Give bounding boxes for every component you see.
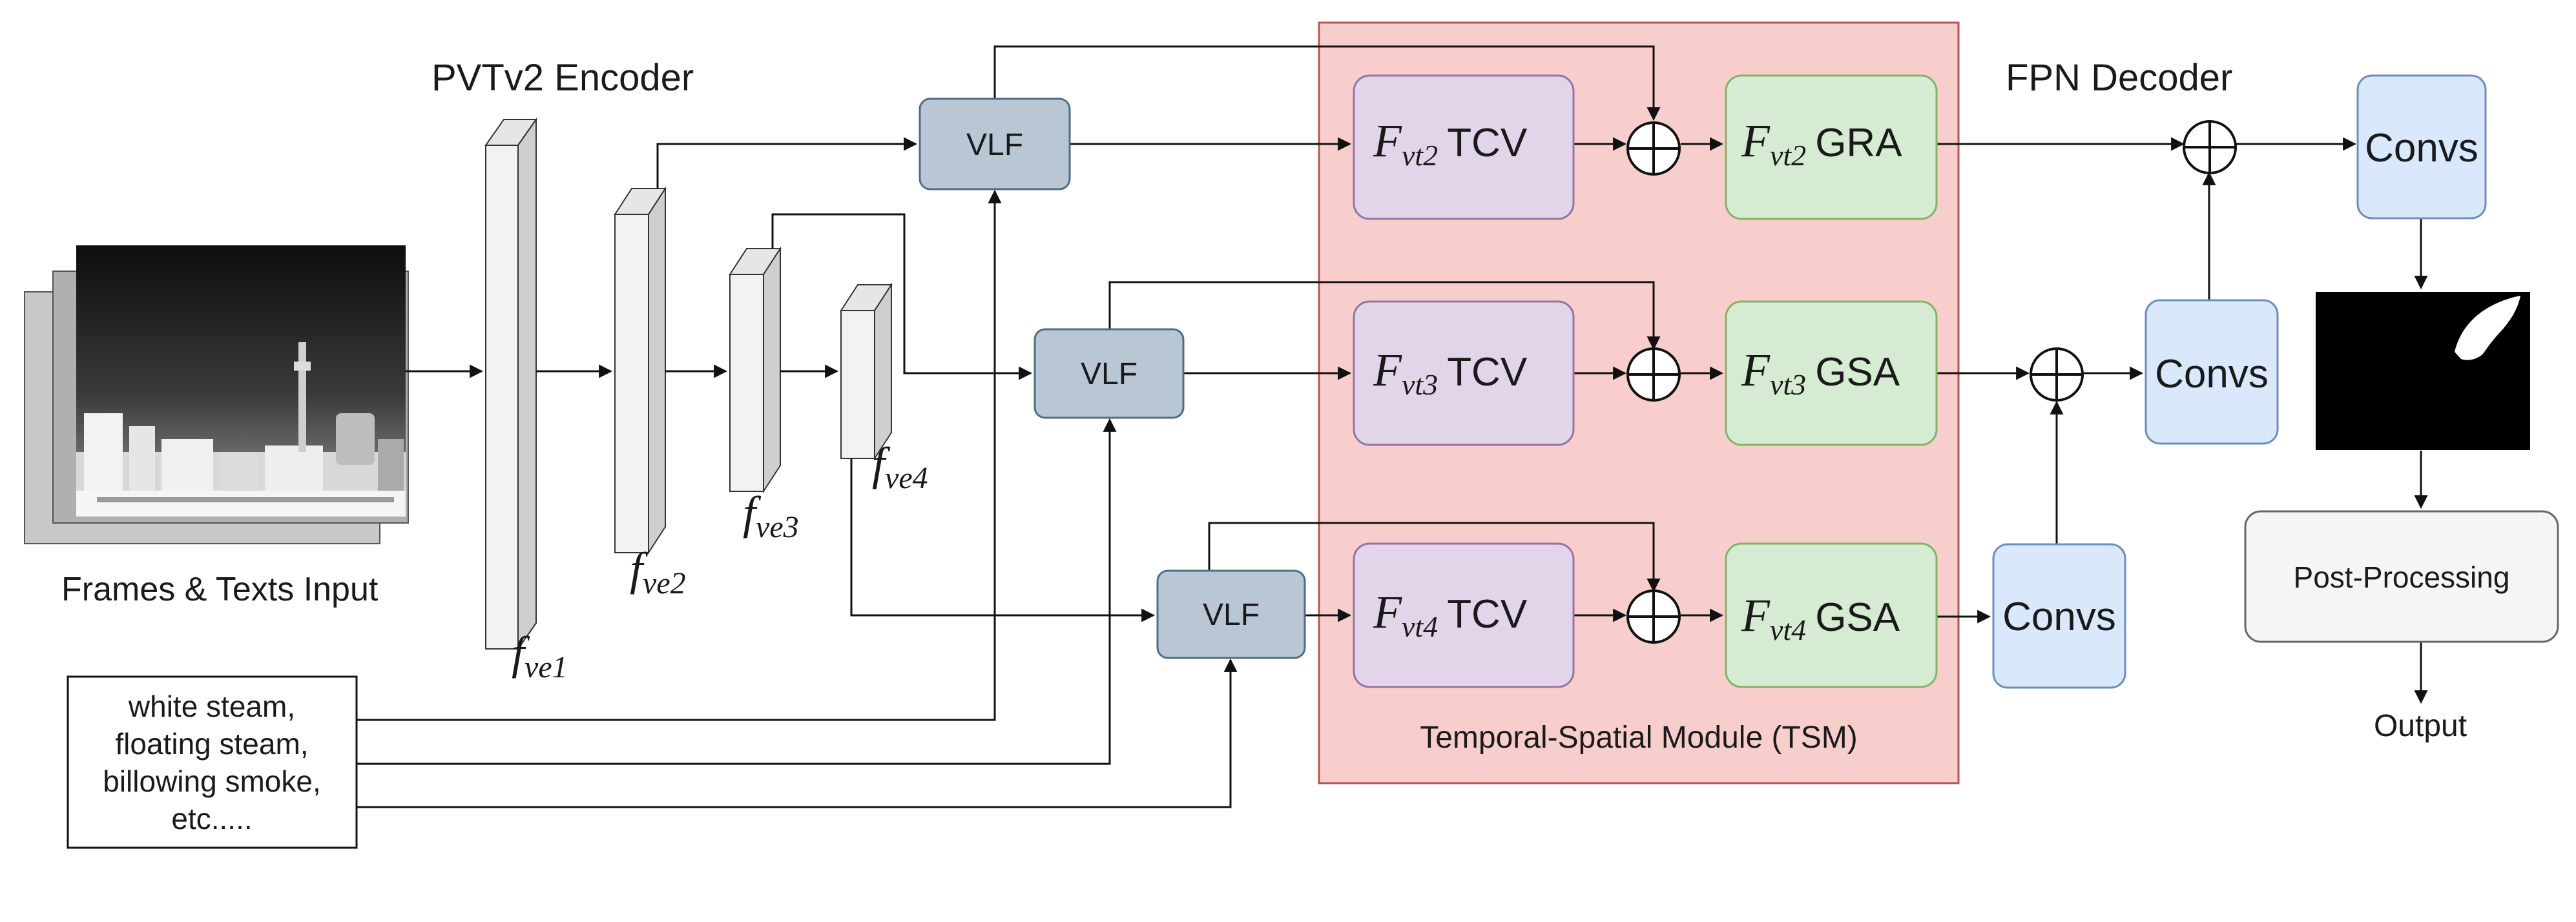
encoder-slab-2	[614, 186, 667, 555]
encoder-slab-4	[840, 282, 893, 461]
text-prompt-line-3: billowing smoke,	[103, 764, 320, 798]
post-processing-block: Post-Processing	[2244, 510, 2559, 643]
sum-node-decoder-middle	[2030, 347, 2084, 402]
text-prompt-line-4: etc.....	[171, 802, 252, 835]
post-processing-label: Post-Processing	[2294, 560, 2510, 594]
text-prompt-line-1: white steam,	[128, 690, 295, 723]
encoder-slab-1	[484, 117, 537, 651]
feature-label-ve2: fve2	[630, 543, 686, 600]
vlf-label-middle: VLF	[1081, 357, 1137, 391]
output-caption: Output	[2374, 709, 2467, 743]
sum-node-tsm-row-2	[1626, 347, 1681, 402]
encoder-title: PVTv2 Encoder	[431, 57, 694, 99]
text-prompt-box: white steam, floating steam, billowing s…	[67, 675, 358, 849]
vlf-block-middle: VLF	[1034, 328, 1185, 419]
encoder-slab-3	[729, 246, 782, 494]
vlf-block-bottom: VLF	[1156, 569, 1306, 659]
vlf-label-bottom: VLF	[1203, 598, 1260, 632]
sum-node-decoder-top	[2183, 120, 2237, 174]
convs-block-bottom: Convs	[1992, 543, 2126, 689]
convs-block-middle: Convs	[2145, 299, 2279, 445]
sum-node-tsm-row-1	[1626, 121, 1681, 176]
vlf-block-top: VLF	[919, 97, 1071, 190]
input-frames	[24, 245, 409, 544]
sum-node-tsm-row-3	[1626, 589, 1681, 644]
feature-label-ve3: fve3	[743, 487, 799, 544]
decoder-title: FPN Decoder	[2006, 57, 2232, 99]
convs-block-top: Convs	[2356, 74, 2487, 220]
convs-label-bottom: Convs	[2002, 595, 2116, 639]
convs-label-top: Convs	[2365, 126, 2478, 170]
input-caption: Frames & Texts Input	[61, 571, 379, 608]
vlf-label-top: VLF	[966, 128, 1023, 162]
convs-label-middle: Convs	[2155, 352, 2269, 396]
connectors	[357, 45, 2428, 808]
text-prompt-line-2: floating steam,	[115, 727, 308, 761]
feature-label-ve4: fve4	[872, 438, 928, 495]
output-mask	[2316, 292, 2530, 450]
feature-label-ve1: fve1	[512, 627, 568, 684]
tsm-caption: Temporal-Spatial Module (TSM)	[1420, 721, 1858, 755]
frame-front	[76, 245, 406, 517]
